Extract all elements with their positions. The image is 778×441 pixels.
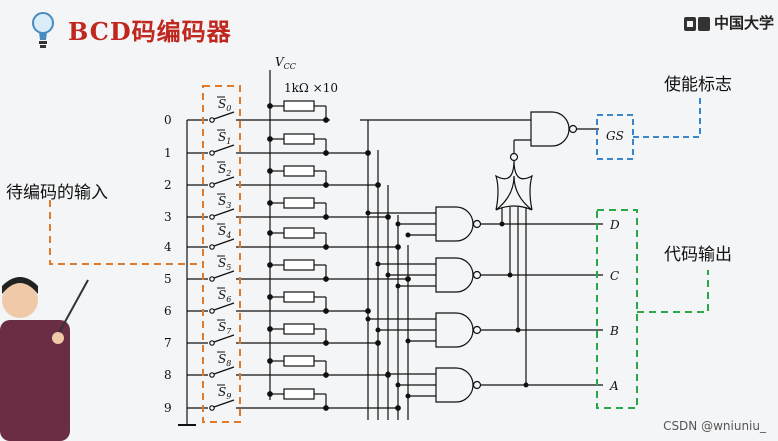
code-output-box [596, 209, 638, 409]
switch-lever-6[interactable] [213, 302, 235, 311]
switch-lever-9[interactable] [213, 399, 235, 408]
brand-name: 中国大学 [714, 14, 775, 32]
resistor-7 [283, 323, 315, 335]
resistor-1 [283, 133, 315, 145]
switch-lever-7[interactable] [213, 334, 235, 343]
output-label-d: D [609, 218, 620, 232]
presenter-figure [0, 277, 89, 441]
switch-label-5: S5 [218, 256, 231, 272]
output-label-a: A [609, 379, 619, 393]
pending-input-note: 待编码的输入 [6, 183, 108, 203]
switch-label-8: S8 [218, 352, 231, 368]
input-label-9: 9 [164, 401, 172, 415]
gs-label: GS [606, 129, 624, 143]
input-label-6: 6 [164, 304, 172, 318]
switch-lever-8[interactable] [213, 366, 235, 375]
lightbulb-icon [32, 12, 54, 48]
resistor-label: 1kΩ ×10 [284, 81, 338, 95]
switch-lever-3[interactable] [213, 208, 235, 217]
switch-label-9: S9 [218, 385, 231, 401]
output-label-b: B [609, 324, 619, 338]
resistor-4 [283, 227, 315, 239]
switch-lever-2[interactable] [213, 176, 235, 185]
resistor-5 [283, 259, 315, 271]
input-switch-box [202, 85, 241, 423]
switch-lever-5[interactable] [213, 270, 235, 279]
switch-label-6: S6 [218, 288, 231, 304]
input-label-3: 3 [164, 210, 172, 224]
resistor-8 [283, 355, 315, 367]
watermark: CSDN @wniuniu_ [663, 419, 766, 433]
switch-label-2: S2 [218, 162, 231, 178]
switch-lever-0[interactable] [213, 111, 235, 120]
resistor-3 [283, 197, 315, 209]
switch-lever-4[interactable] [213, 238, 235, 247]
input-label-5: 5 [164, 272, 172, 286]
switch-label-3: S3 [218, 194, 231, 210]
input-label-8: 8 [164, 368, 172, 382]
switch-label-1: S1 [218, 130, 231, 146]
input-label-1: 1 [164, 146, 172, 160]
input-label-4: 4 [164, 240, 172, 254]
switch-lever-1[interactable] [213, 144, 235, 153]
input-label-0: 0 [164, 113, 172, 127]
switch-label-7: S7 [218, 320, 232, 336]
code-output-note: 代码输出 [664, 245, 732, 265]
resistor-0 [283, 100, 315, 112]
brand-logo-icon [684, 17, 710, 31]
input-label-2: 2 [164, 178, 172, 192]
resistor-9 [283, 388, 315, 400]
vcc-label: VCC [275, 55, 296, 71]
output-label-c: C [610, 269, 619, 283]
slide-title: BCD码编码器 [68, 17, 232, 46]
input-label-7: 7 [164, 336, 172, 350]
switch-label-0: S0 [218, 97, 231, 113]
enable-flag-note: 使能标志 [664, 75, 732, 95]
switch-label-4: S4 [218, 224, 231, 240]
resistor-6 [283, 291, 315, 303]
resistor-2 [283, 165, 315, 177]
